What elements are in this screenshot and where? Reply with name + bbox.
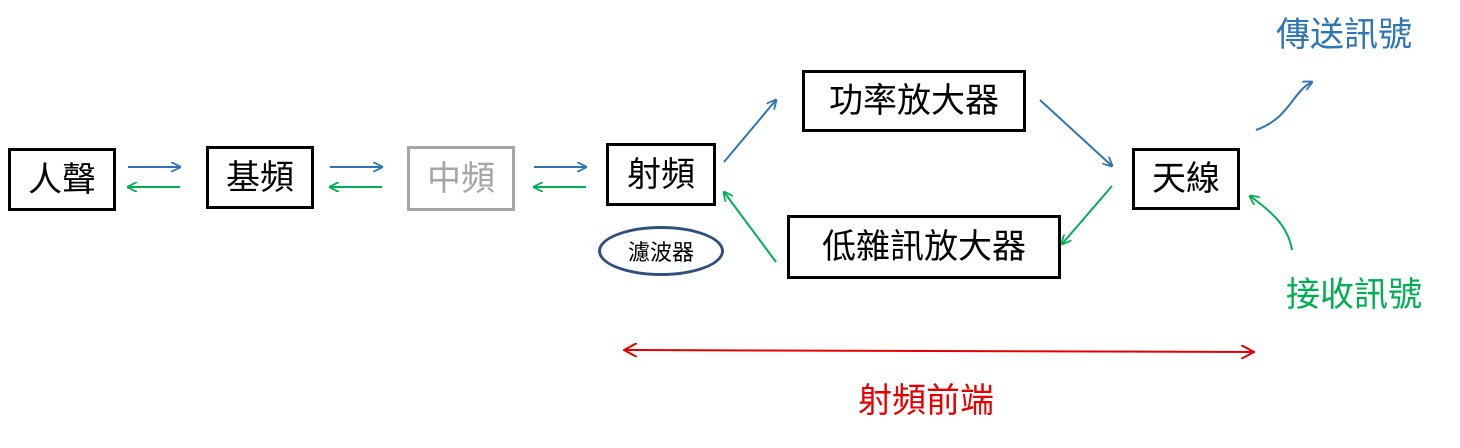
tx-arrow-pa-antenna <box>1039 99 1112 166</box>
rx-signal-arrow <box>1250 196 1293 251</box>
tx-signal-label: 傳送訊號 <box>1276 15 1412 55</box>
block-rf: 射頻 <box>606 143 716 206</box>
rx-arrow-lna-rf <box>724 192 777 263</box>
rf-frontend-label: 射頻前端 <box>858 381 994 421</box>
tx-arrow-rf-pa <box>723 100 776 163</box>
block-power-amplifier: 功率放大器 <box>802 70 1026 132</box>
rx-signal-label: 接收訊號 <box>1286 275 1422 315</box>
rf-frontend-span-arrow <box>624 350 1254 352</box>
filter-ellipse: 濾波器 <box>598 226 724 276</box>
tx-signal-arrow <box>1255 82 1312 131</box>
block-voice: 人聲 <box>8 148 116 211</box>
rx-arrow-antenna-lna <box>1062 185 1113 244</box>
block-if: 中頻 <box>407 146 515 211</box>
filter-label: 濾波器 <box>627 241 694 266</box>
block-antenna: 天線 <box>1132 148 1240 210</box>
block-baseband: 基頻 <box>206 146 314 209</box>
block-low-noise-amplifier: 低雜訊放大器 <box>787 215 1061 279</box>
